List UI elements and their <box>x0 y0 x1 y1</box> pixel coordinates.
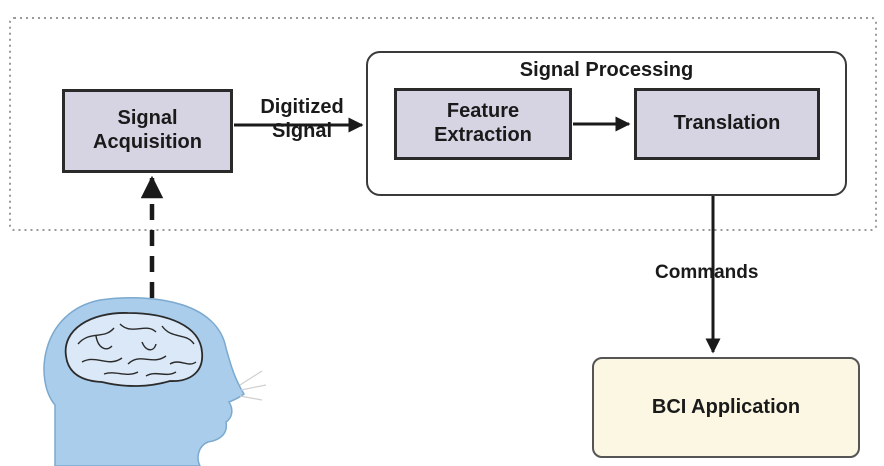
signal-acquisition-label: Signal Acquisition <box>93 107 202 153</box>
brain-icon <box>64 312 203 387</box>
signal-processing-group <box>366 51 847 196</box>
signal-acquisition-block: Signal Acquisition <box>62 89 233 173</box>
translation-label: Translation <box>673 112 781 135</box>
digitized-signal-label: Digitized Signal <box>260 96 344 142</box>
gaze-lines <box>239 370 267 401</box>
signal-processing-title: Signal Processing <box>519 59 694 81</box>
commands-label: Commands <box>655 262 759 283</box>
translation-block: Translation <box>634 88 820 160</box>
bci-application-block: BCI Application <box>592 357 860 458</box>
feature-extraction-block: Feature Extraction <box>394 88 572 160</box>
feature-extraction-label: Feature Extraction <box>434 100 532 146</box>
bci-application-label: BCI Application <box>651 395 801 418</box>
system-boundary <box>9 17 877 231</box>
